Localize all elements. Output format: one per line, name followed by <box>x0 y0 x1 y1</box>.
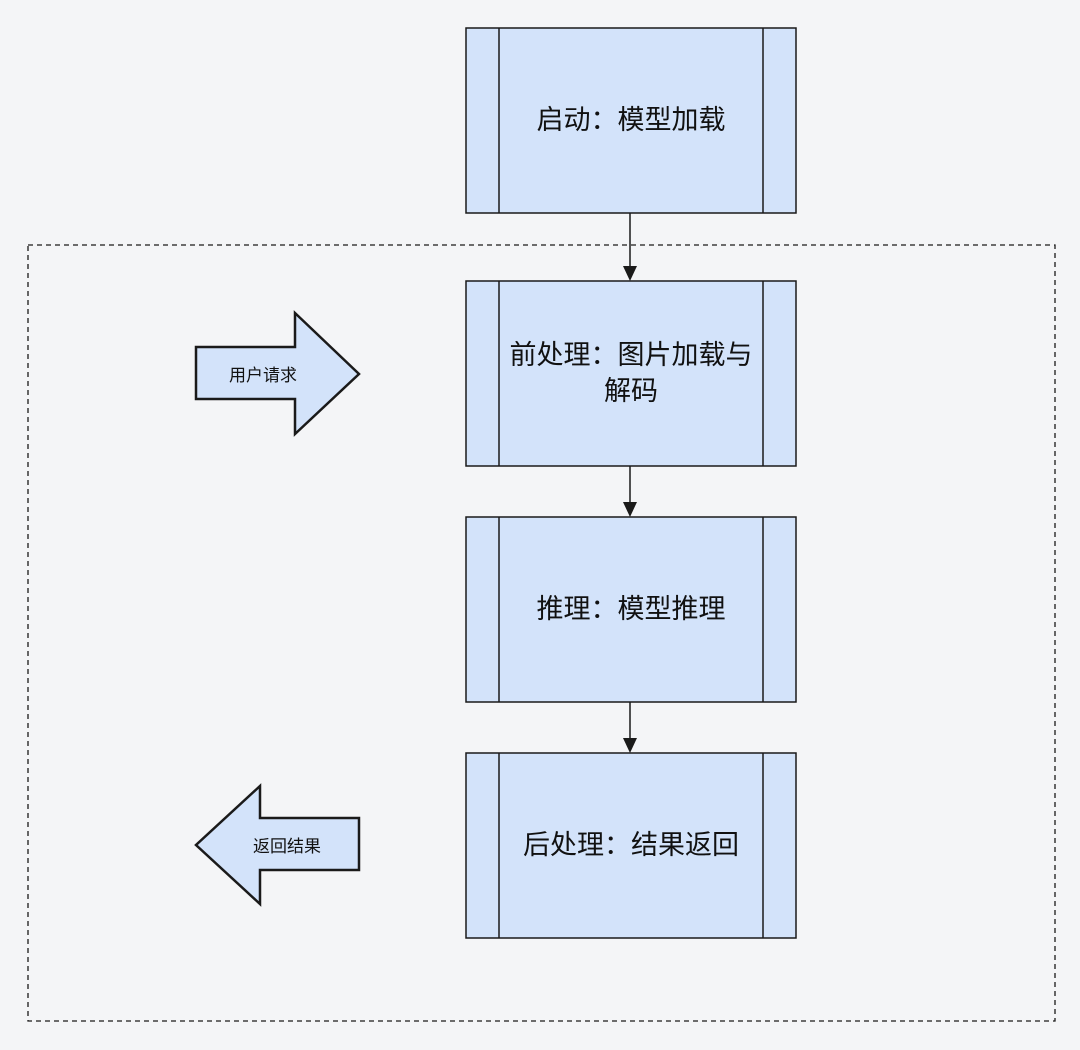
process-box-postprocess <box>465 752 797 939</box>
step-label-startup: 启动：模型加载 <box>536 104 726 136</box>
step-label-inference: 推理：模型推理 <box>536 593 726 625</box>
process-box-inference <box>465 516 797 703</box>
request-arrow-shape <box>194 310 361 437</box>
service-boundary <box>27 244 1056 1022</box>
result-arrow-label: 返回结果 <box>253 836 321 857</box>
process-box-preprocess <box>465 280 797 467</box>
connector-startup-to-preprocess <box>623 213 637 281</box>
step-label-preprocess: 前处理：图片加载与解码 <box>509 339 753 407</box>
step-label-postprocess: 后处理：结果返回 <box>523 829 739 861</box>
request-arrow-label: 用户请求 <box>229 365 297 386</box>
connector-inference-to-postprocess <box>623 702 637 753</box>
result-arrow-shape <box>194 783 361 907</box>
process-box-startup <box>465 27 797 214</box>
connector-preprocess-to-inference <box>623 466 637 517</box>
